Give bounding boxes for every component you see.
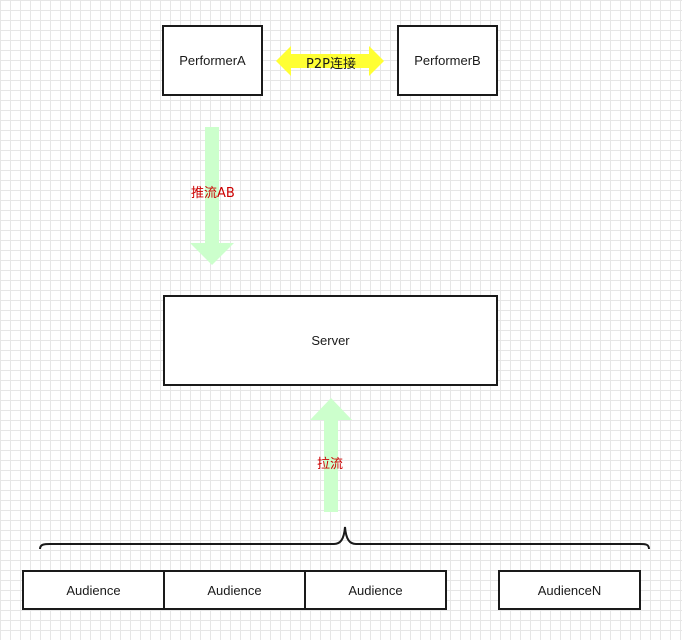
audience-3-label: Audience — [348, 582, 403, 598]
push-arrow — [190, 127, 234, 265]
p2p-label: P2P连接 — [306, 57, 356, 72]
audience-box-3: Audience — [304, 570, 447, 610]
server-box: Server — [163, 295, 498, 386]
audience-box-2: Audience — [163, 570, 306, 610]
p2p-arrow — [276, 46, 384, 76]
audience-2-label: Audience — [207, 582, 262, 598]
performer-b-label: PerformerB — [414, 53, 481, 68]
audience-n-label: AudienceN — [537, 582, 602, 598]
pull-arrow — [310, 398, 352, 512]
performer-a-box: PerformerA — [162, 25, 263, 96]
performer-b-box: PerformerB — [397, 25, 498, 96]
audience-box-1: Audience — [22, 570, 165, 610]
audience-1-label: Audience — [66, 582, 121, 598]
performer-a-label: PerformerA — [179, 53, 246, 68]
audience-group-brace — [39, 526, 650, 550]
pull-label: 拉流 — [317, 457, 344, 472]
audience-box-n: AudienceN — [498, 570, 641, 610]
push-label: 推流AB — [191, 186, 235, 201]
server-label: Server — [311, 333, 350, 348]
